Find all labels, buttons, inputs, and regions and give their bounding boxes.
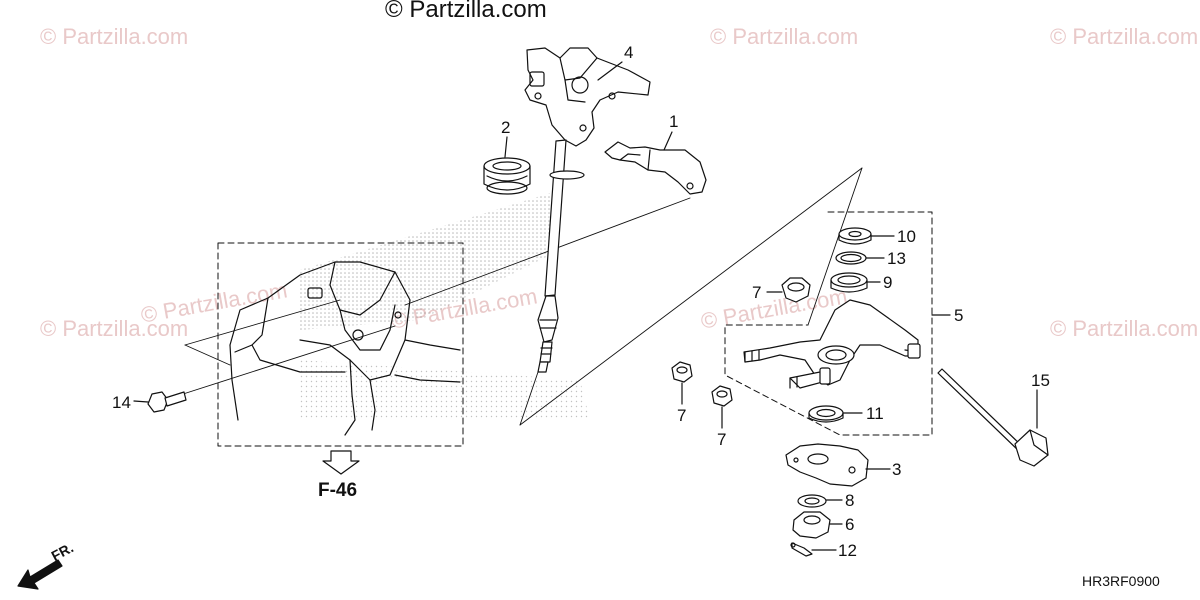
watermark-faint: © Partzilla.com: [40, 24, 189, 49]
watermark-faint: © Partzilla.com: [40, 316, 189, 341]
callout-5: 5: [954, 306, 964, 325]
ref-arrow-icon: [322, 450, 360, 475]
bolt-15: [937, 368, 1049, 467]
callout-8: 8: [845, 491, 855, 510]
bearing-9: [830, 272, 868, 293]
seal-11: [808, 405, 844, 423]
front-direction-icon: [17, 559, 63, 590]
washer-8: [797, 494, 827, 508]
callout-14: 14: [112, 393, 131, 412]
callout-2: 2: [501, 118, 511, 137]
frame-structure: [229, 261, 461, 436]
watermark-faint: © Partzilla.com: [1050, 24, 1199, 49]
reference-f46: F-46: [318, 480, 358, 501]
lower-arm: [743, 299, 921, 389]
callout-7-middle: 7: [717, 430, 727, 449]
callout-12: 12: [838, 541, 857, 560]
lower-arm-box: [724, 211, 933, 436]
steering-shaft: [524, 47, 651, 373]
callout-3: 3: [892, 460, 902, 479]
nut-7-upper: [781, 277, 811, 303]
callout-7-left: 7: [677, 406, 687, 425]
callout-4: 4: [624, 43, 634, 62]
callout-9: 9: [883, 273, 893, 292]
callout-15: 15: [1031, 371, 1050, 390]
castle-nut-6: [792, 511, 831, 539]
callout-1: 1: [669, 112, 679, 131]
nut-7-middle: [711, 385, 733, 407]
dust-seal: [483, 157, 531, 195]
callout-11: 11: [866, 404, 884, 423]
watermark-faint: © Partzilla.com: [710, 24, 859, 49]
nut-7-left: [671, 361, 693, 383]
ring-13: [835, 251, 867, 265]
callout-6: 6: [845, 515, 855, 534]
cotter-pin-12: [790, 542, 813, 557]
bolt-14: [147, 391, 187, 413]
bearing-10: [838, 227, 872, 245]
callout-13: 13: [887, 249, 906, 268]
knuckle-plate: [785, 443, 869, 487]
frame-detail-box: [217, 242, 464, 447]
watermark-faint: © Partzilla.com: [1050, 316, 1199, 341]
callout-10: 10: [897, 227, 916, 246]
shaft-holder: [604, 141, 707, 195]
callout-7-upper: 7: [752, 283, 762, 302]
diagram-code: HR3RF0900: [1082, 573, 1160, 589]
watermark-main: © Partzilla.com: [385, 0, 547, 23]
